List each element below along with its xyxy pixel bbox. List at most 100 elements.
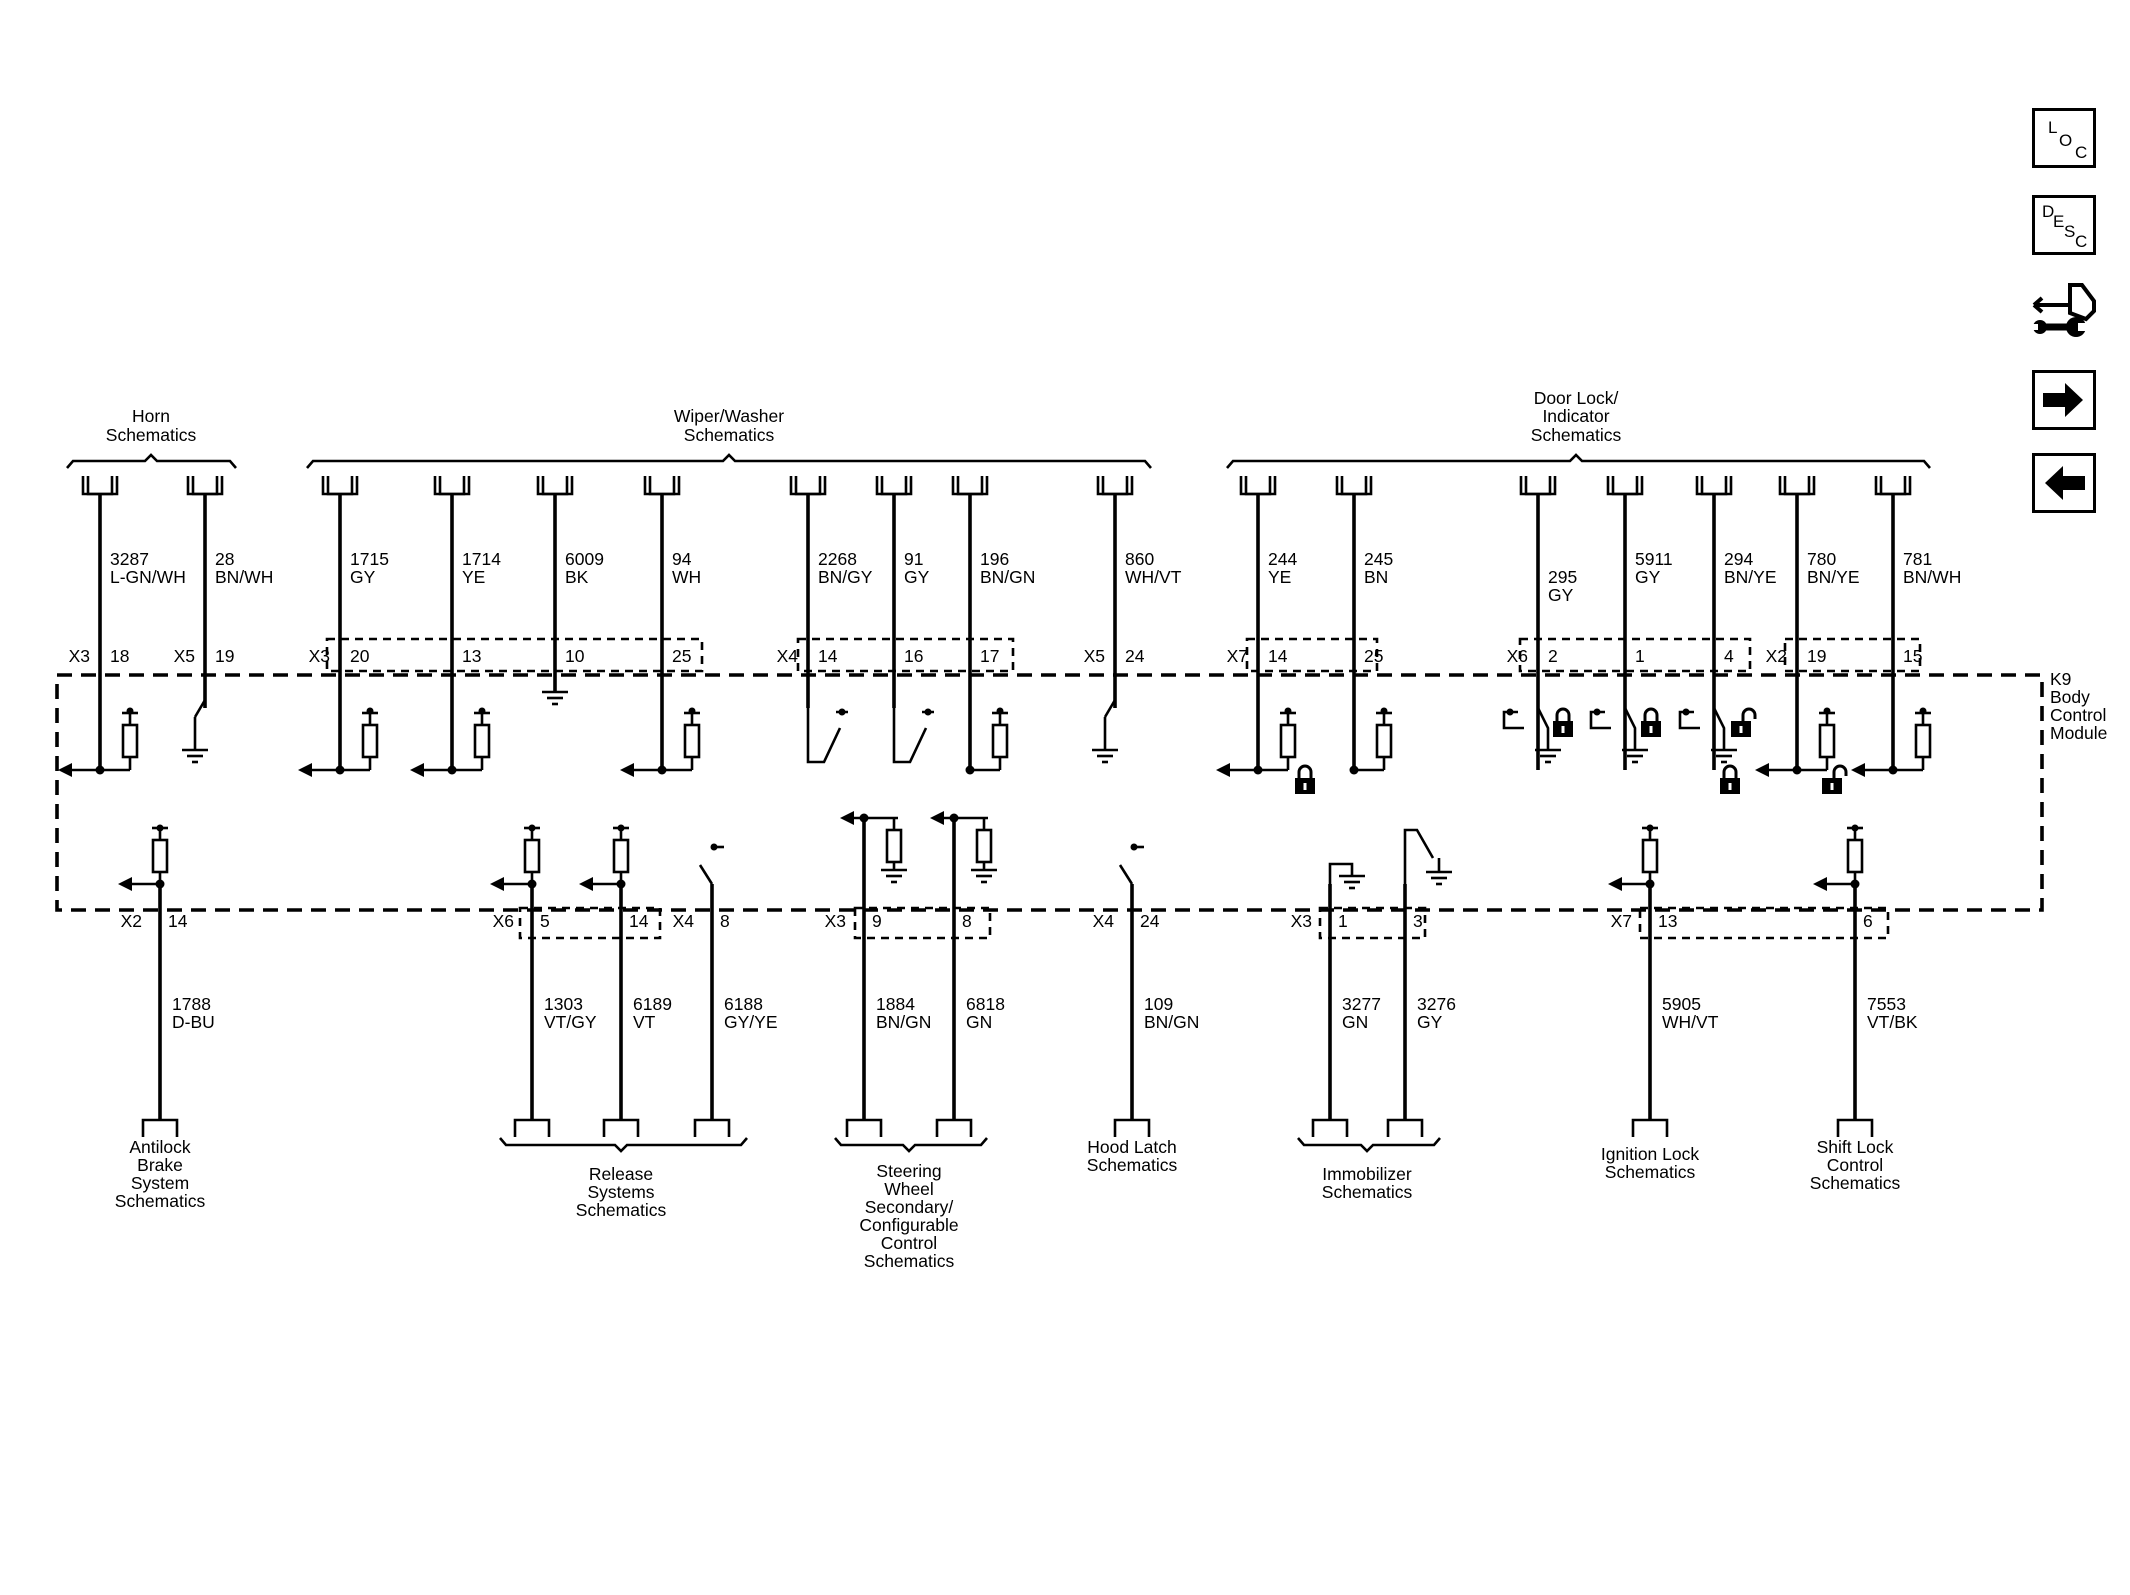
junction-dot bbox=[1380, 707, 1388, 715]
location-button[interactable]: L O C bbox=[2032, 108, 2096, 168]
group-brace-wiper bbox=[306, 453, 1152, 469]
group-label-release: Schematics bbox=[576, 1200, 667, 1220]
group-brace-horn bbox=[66, 453, 237, 469]
group-brace-doorlock bbox=[1226, 453, 1931, 469]
connector-id: X6 bbox=[493, 911, 514, 931]
junction-dot bbox=[1349, 765, 1359, 775]
connector-pin bbox=[1113, 1118, 1151, 1137]
connector-pin bbox=[1783, 476, 1811, 496]
switch-contact bbox=[892, 708, 934, 764]
resistor bbox=[1846, 838, 1864, 874]
pin-number: 25 bbox=[672, 646, 691, 666]
connector-pin bbox=[1631, 1118, 1669, 1137]
desc-letter-c: C bbox=[2075, 232, 2088, 251]
connector-pin bbox=[1700, 476, 1728, 496]
connector-id: X3 bbox=[1291, 911, 1312, 931]
connector-id: X4 bbox=[1093, 911, 1115, 931]
circuit-number: 6009 bbox=[565, 549, 604, 569]
wire-color: BK bbox=[565, 567, 589, 587]
wire-color: GY/YE bbox=[724, 1012, 778, 1032]
group-label-immo: Schematics bbox=[1322, 1182, 1413, 1202]
previous-page-button[interactable] bbox=[2032, 453, 2096, 513]
arrow-icon bbox=[1755, 763, 1769, 777]
arrow-icon bbox=[1813, 877, 1827, 891]
junction-dot bbox=[859, 813, 869, 823]
desc-letter-d: D bbox=[2042, 202, 2055, 221]
pin-number: 9 bbox=[872, 911, 882, 931]
lock-icon bbox=[1718, 764, 1742, 796]
switch-arm bbox=[193, 699, 207, 718]
group-label-ignition: Ignition Lock bbox=[1601, 1144, 1700, 1164]
junction-dot bbox=[1823, 707, 1831, 715]
group-label-steering: Schematics bbox=[864, 1251, 955, 1271]
group-label-steering: Wheel bbox=[884, 1179, 934, 1199]
resistor bbox=[612, 838, 630, 874]
connector-id: X3 bbox=[69, 646, 90, 666]
circuit-number: 91 bbox=[904, 549, 923, 569]
junction-dot bbox=[1682, 708, 1690, 716]
top-connectors bbox=[58, 476, 1932, 796]
ground-icon bbox=[1337, 874, 1367, 890]
circuit-number: 6818 bbox=[966, 994, 1005, 1014]
group-label-abs: Schematics bbox=[115, 1191, 206, 1211]
group-label-release: Systems bbox=[587, 1182, 654, 1202]
circuit-number: 3277 bbox=[1342, 994, 1381, 1014]
ground-icon bbox=[969, 868, 999, 884]
group-label-horn: Schematics bbox=[106, 425, 197, 445]
wire-color: YE bbox=[462, 567, 485, 587]
pin-number: 4 bbox=[1724, 646, 1734, 666]
connector-pin bbox=[541, 476, 569, 496]
switch-arm bbox=[1623, 707, 1637, 750]
wire-color: GY bbox=[904, 567, 930, 587]
resistor bbox=[151, 838, 169, 874]
wire-color: BN/GN bbox=[980, 567, 1035, 587]
arrow-icon bbox=[579, 877, 593, 891]
switch-arm bbox=[1536, 707, 1550, 750]
junction-dot bbox=[924, 708, 932, 716]
circuit-number: 28 bbox=[215, 549, 234, 569]
circuit-number: 1715 bbox=[350, 549, 389, 569]
connector-wrench-icon[interactable] bbox=[2030, 275, 2102, 345]
pin-number: 17 bbox=[980, 646, 999, 666]
group-label-abs: System bbox=[131, 1173, 189, 1193]
pin-number: 3 bbox=[1413, 911, 1423, 931]
module-name-label: Module bbox=[2050, 723, 2107, 743]
wire-color: BN/GN bbox=[876, 1012, 931, 1032]
group-label-doorlock: Schematics bbox=[1531, 425, 1622, 445]
circuit-number: 7553 bbox=[1867, 994, 1906, 1014]
junction-dot bbox=[965, 765, 975, 775]
ground-icon bbox=[1090, 748, 1120, 764]
arrow-icon bbox=[1851, 763, 1865, 777]
circuit-number: 245 bbox=[1364, 549, 1393, 569]
group-label-horn: Horn bbox=[132, 406, 170, 426]
pin-number: 5 bbox=[540, 911, 550, 931]
arrow-icon bbox=[1216, 763, 1230, 777]
group-label-abs: Brake bbox=[137, 1155, 183, 1175]
resistor bbox=[473, 723, 491, 759]
group-brace-release bbox=[499, 1137, 748, 1153]
pin-number: 24 bbox=[1140, 911, 1160, 931]
circuit-number: 6189 bbox=[633, 994, 672, 1014]
connector-id: X2 bbox=[121, 911, 142, 931]
resistor bbox=[991, 723, 1009, 759]
wire-color: BN/WH bbox=[215, 567, 273, 587]
wire-color: BN bbox=[1364, 567, 1388, 587]
circuit-number: 94 bbox=[672, 549, 692, 569]
circuit-number: 860 bbox=[1125, 549, 1154, 569]
circuit-number: 1788 bbox=[172, 994, 211, 1014]
group-label-ignition: Schematics bbox=[1605, 1162, 1696, 1182]
lock-icon bbox=[1639, 707, 1663, 739]
wire-color: BN/YE bbox=[1724, 567, 1777, 587]
junction-dot bbox=[366, 707, 374, 715]
circuit-number: 3276 bbox=[1417, 994, 1456, 1014]
pin-number: 15 bbox=[1903, 646, 1922, 666]
next-page-button[interactable] bbox=[2032, 370, 2096, 430]
description-button[interactable]: D E S C bbox=[2032, 195, 2096, 255]
wire-color: GY bbox=[350, 567, 376, 587]
arrow-icon bbox=[490, 877, 504, 891]
circuit-number: 5905 bbox=[1662, 994, 1701, 1014]
connector-pin bbox=[880, 476, 908, 496]
arrow-icon bbox=[840, 811, 854, 825]
connector-id: X4 bbox=[777, 646, 799, 666]
resistor bbox=[121, 723, 139, 759]
